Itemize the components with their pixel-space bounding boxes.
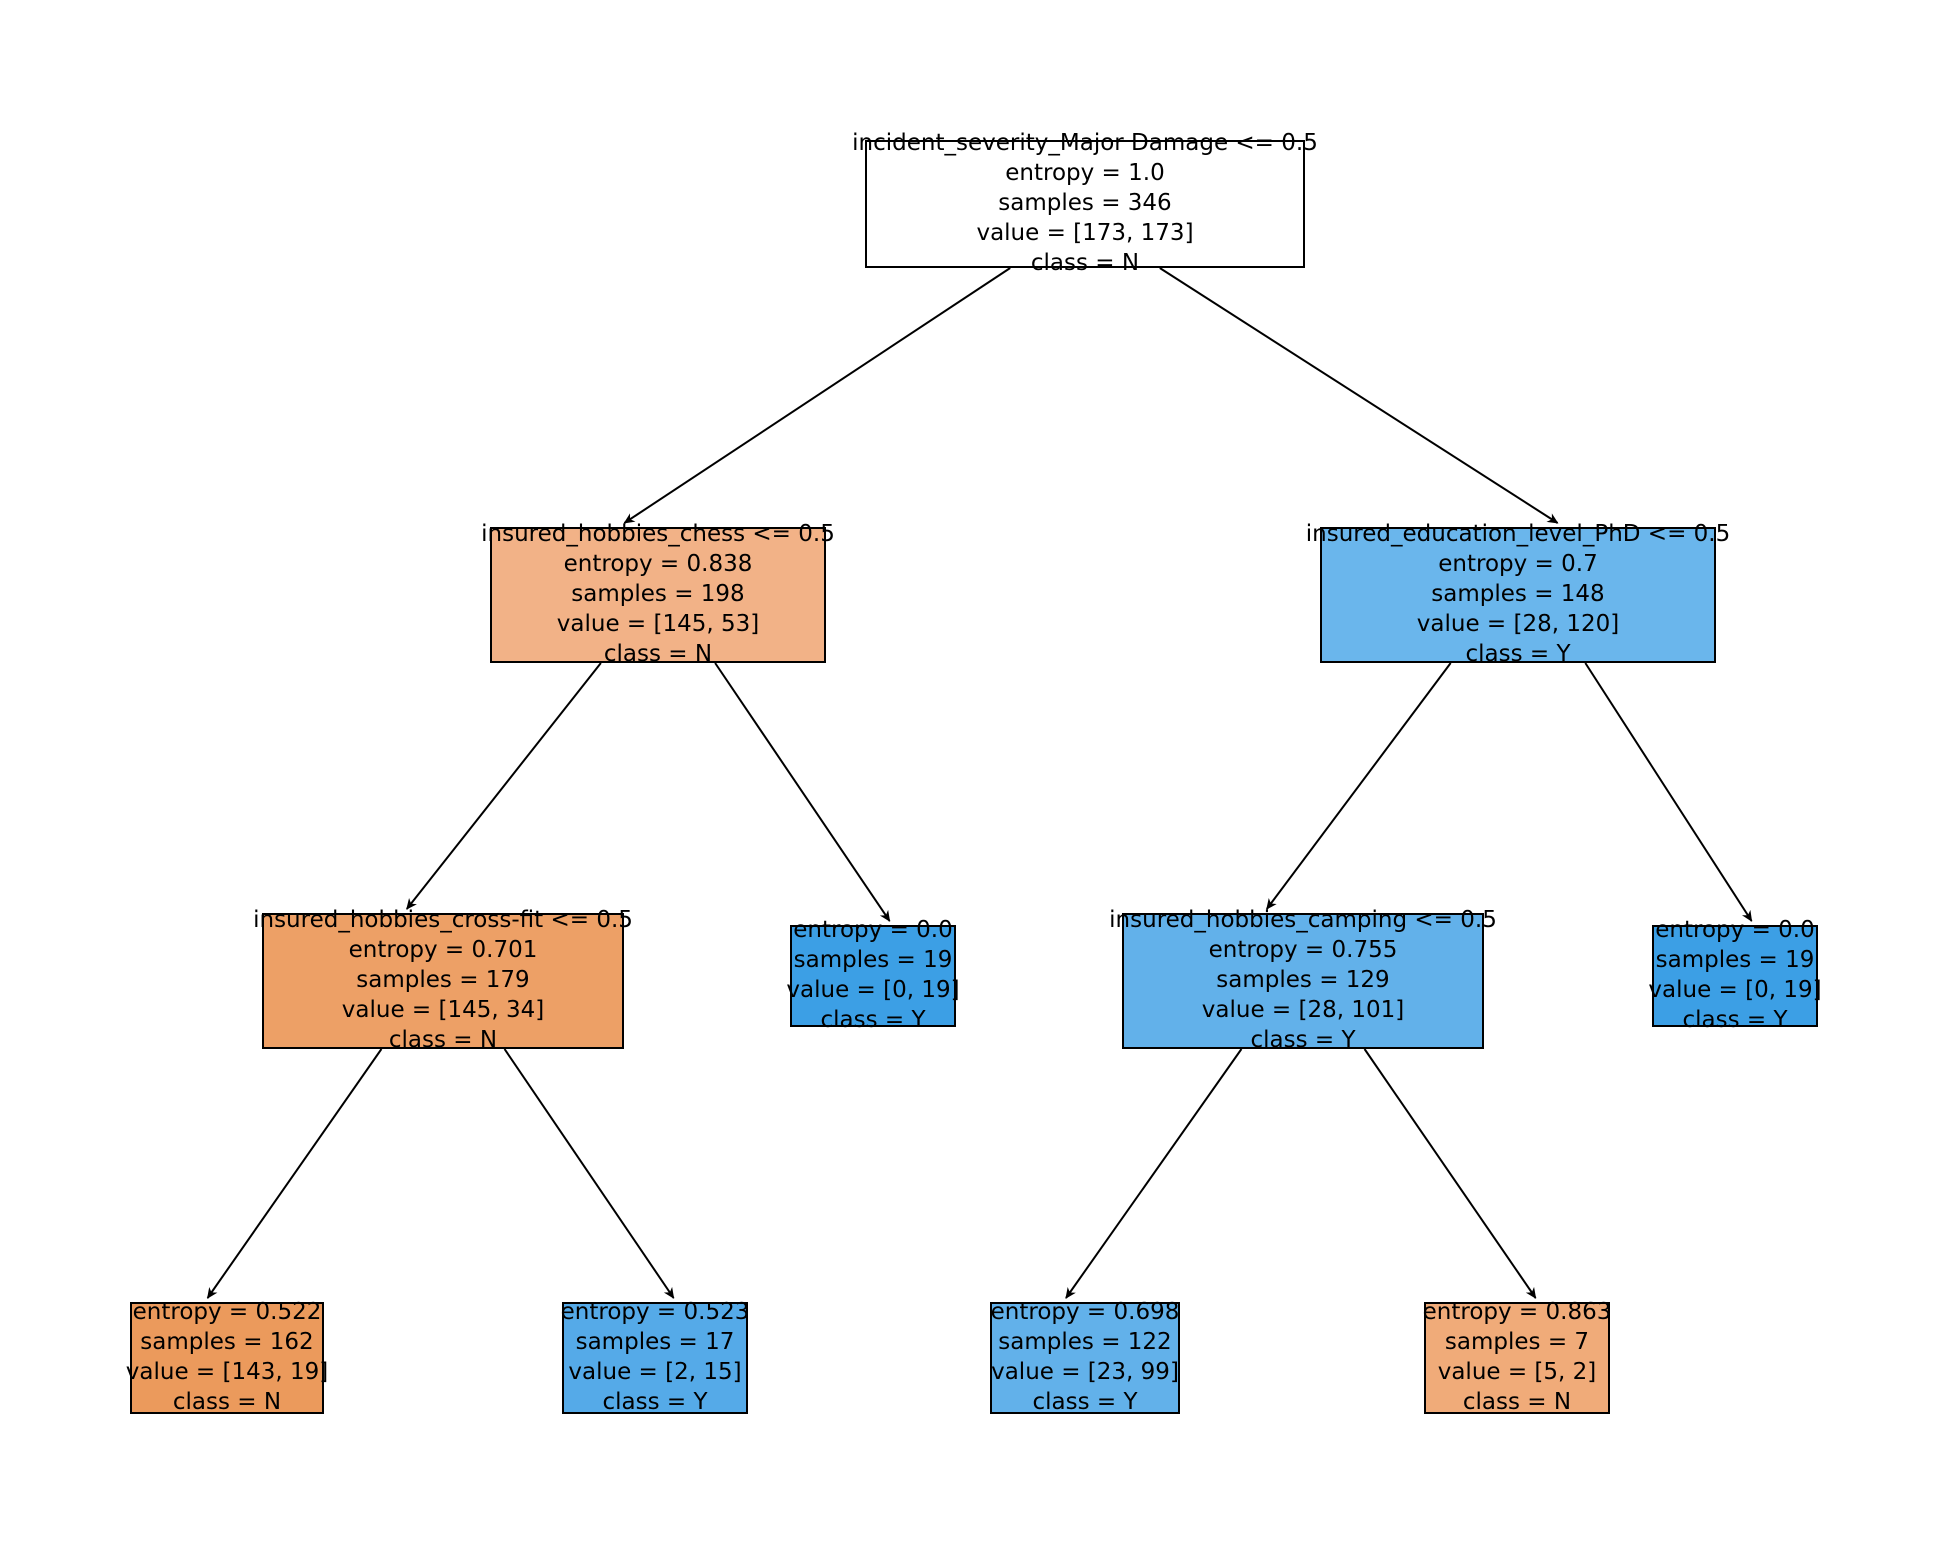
node-value: value = [28, 120] — [1416, 610, 1620, 637]
tree-decision-node: insured_education_level_PhD <= 0.5 entrop… — [1306, 521, 1730, 667]
tree-edge — [1065, 1048, 1243, 1299]
tree-leaf-node: entropy = 0.0 samples = 19 value = [0, 19]… — [1648, 917, 1821, 1033]
node-samples: samples = 346 — [998, 190, 1172, 217]
node-value: value = [145, 34] — [341, 996, 545, 1023]
node-samples: samples = 122 — [998, 1329, 1172, 1356]
tree-leaf-node: entropy = 0.523 samples = 17 value = [2, 1… — [561, 1299, 750, 1415]
tree-leaf-node: entropy = 0.522 samples = 162 value = [143… — [126, 1299, 328, 1415]
node-condition: insured_hobbies_cross-fit <= 0.5 — [253, 907, 633, 934]
node-samples: samples = 162 — [140, 1329, 314, 1356]
node-entropy: entropy = 0.863 — [1422, 1299, 1612, 1326]
node-entropy: entropy = 0.0 — [1655, 917, 1815, 944]
node-class: class = Y — [1250, 1026, 1356, 1053]
node-entropy: entropy = 0.523 — [560, 1299, 750, 1326]
node-value: value = [0, 19] — [1648, 977, 1822, 1003]
node-condition: insured_hobbies_camping <= 0.5 — [1109, 907, 1497, 934]
node-entropy: entropy = 0.838 — [563, 551, 753, 578]
node-class: class = Y — [602, 1388, 708, 1415]
tree-edge — [1363, 1048, 1537, 1299]
node-samples: samples = 7 — [1444, 1329, 1590, 1356]
node-value: value = [2, 15] — [568, 1359, 742, 1385]
node-samples: samples = 148 — [1431, 581, 1605, 608]
node-value: value = [5, 2] — [1437, 1359, 1597, 1385]
tree-leaf-node: entropy = 0.698 samples = 122 value = [23,… — [990, 1299, 1180, 1415]
tree-edge — [1584, 662, 1753, 922]
node-samples: samples = 19 — [793, 947, 953, 974]
tree-decision-node: incident_severity_Major Damage <= 0.5 ent… — [852, 130, 1318, 276]
tree-edge — [406, 662, 602, 910]
node-samples: samples = 17 — [575, 1329, 735, 1356]
node-entropy: entropy = 1.0 — [1005, 160, 1165, 187]
node-class: class = Y — [1682, 1006, 1788, 1033]
node-class: class = Y — [820, 1006, 926, 1033]
node-samples: samples = 179 — [356, 967, 530, 994]
tree-edge — [714, 662, 891, 922]
node-class: class = Y — [1465, 640, 1571, 667]
node-condition: insured_hobbies_chess <= 0.5 — [481, 521, 835, 548]
node-entropy: entropy = 0.755 — [1208, 937, 1398, 964]
tree-edge — [503, 1048, 675, 1299]
node-class: class = N — [603, 640, 713, 667]
node-entropy: entropy = 0.522 — [132, 1299, 322, 1326]
tree-leaf-node: entropy = 0.863 samples = 7 value = [5, 2]… — [1423, 1299, 1612, 1415]
tree-edge — [206, 1048, 383, 1299]
node-condition: insured_education_level_PhD <= 0.5 — [1305, 521, 1731, 548]
tree-leaf-node: entropy = 0.0 samples = 19 value = [0, 19]… — [786, 917, 959, 1033]
node-class: class = N — [1030, 249, 1140, 276]
edge-group — [206, 267, 1753, 1299]
tree-decision-node: insured_hobbies_cross-fit <= 0.5 entropy … — [253, 907, 633, 1053]
tree-decision-node: insured_hobbies_camping <= 0.5 entropy = … — [1109, 907, 1497, 1053]
node-entropy: entropy = 0.0 — [793, 917, 953, 944]
node-class: class = Y — [1032, 1388, 1138, 1415]
node-class: class = N — [172, 1388, 282, 1415]
node-entropy: entropy = 0.7 — [1438, 551, 1598, 578]
node-value: value = [28, 101] — [1201, 996, 1405, 1023]
node-class: class = N — [388, 1026, 498, 1053]
node-samples: samples = 129 — [1216, 967, 1390, 994]
node-value: value = [173, 173] — [976, 219, 1194, 246]
node-value: value = [145, 53] — [556, 610, 760, 637]
node-condition: incident_severity_Major Damage <= 0.5 — [852, 130, 1318, 157]
node-value: value = [143, 19] — [125, 1359, 329, 1385]
node-entropy: entropy = 0.701 — [348, 937, 538, 964]
tree-edge — [1159, 267, 1559, 524]
node-samples: samples = 198 — [571, 581, 745, 608]
tree-edge — [623, 267, 1011, 524]
node-samples: samples = 19 — [1655, 947, 1815, 974]
node-value: value = [0, 19] — [786, 977, 960, 1003]
node-entropy: entropy = 0.698 — [990, 1299, 1180, 1326]
node-value: value = [23, 99] — [991, 1359, 1179, 1385]
tree-decision-node: insured_hobbies_chess <= 0.5 entropy = 0.… — [481, 521, 835, 667]
node-class: class = N — [1462, 1388, 1572, 1415]
tree-edge — [1265, 662, 1452, 910]
